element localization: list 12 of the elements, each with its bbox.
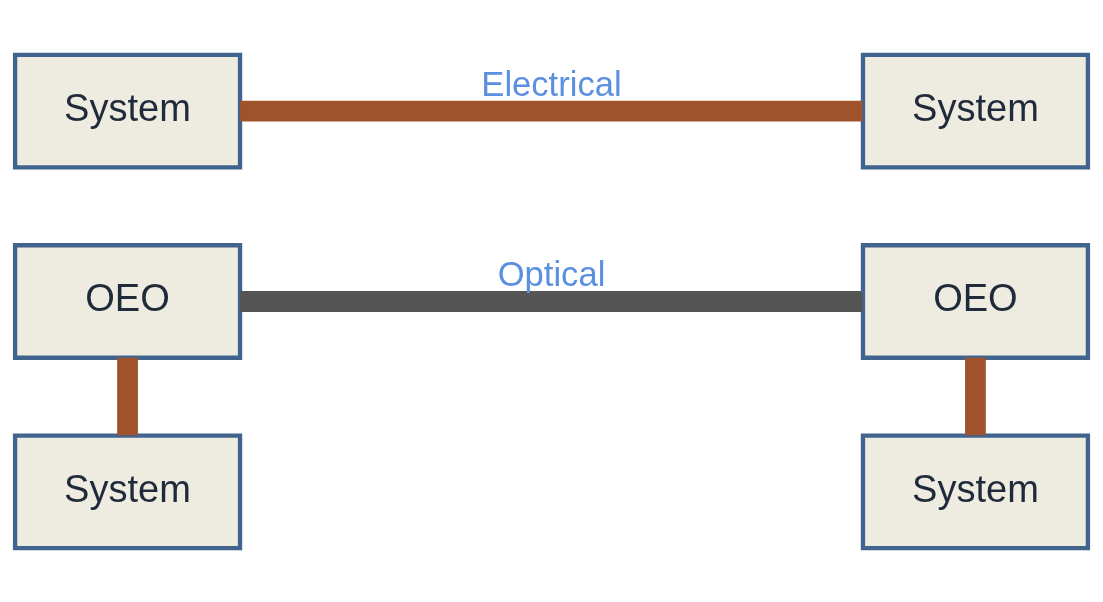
node-box: System — [860, 432, 1091, 550]
connector — [240, 100, 863, 122]
edge-label: Optical — [497, 254, 606, 293]
connector — [117, 357, 138, 435]
node-box: System — [860, 52, 1091, 170]
node-box: System — [12, 432, 243, 550]
node-box: OEO — [12, 242, 243, 360]
connector — [965, 357, 986, 435]
edge-label: Electrical — [481, 64, 622, 103]
node-box: System — [12, 52, 243, 170]
connector — [240, 290, 863, 312]
node-box: OEO — [860, 242, 1091, 360]
